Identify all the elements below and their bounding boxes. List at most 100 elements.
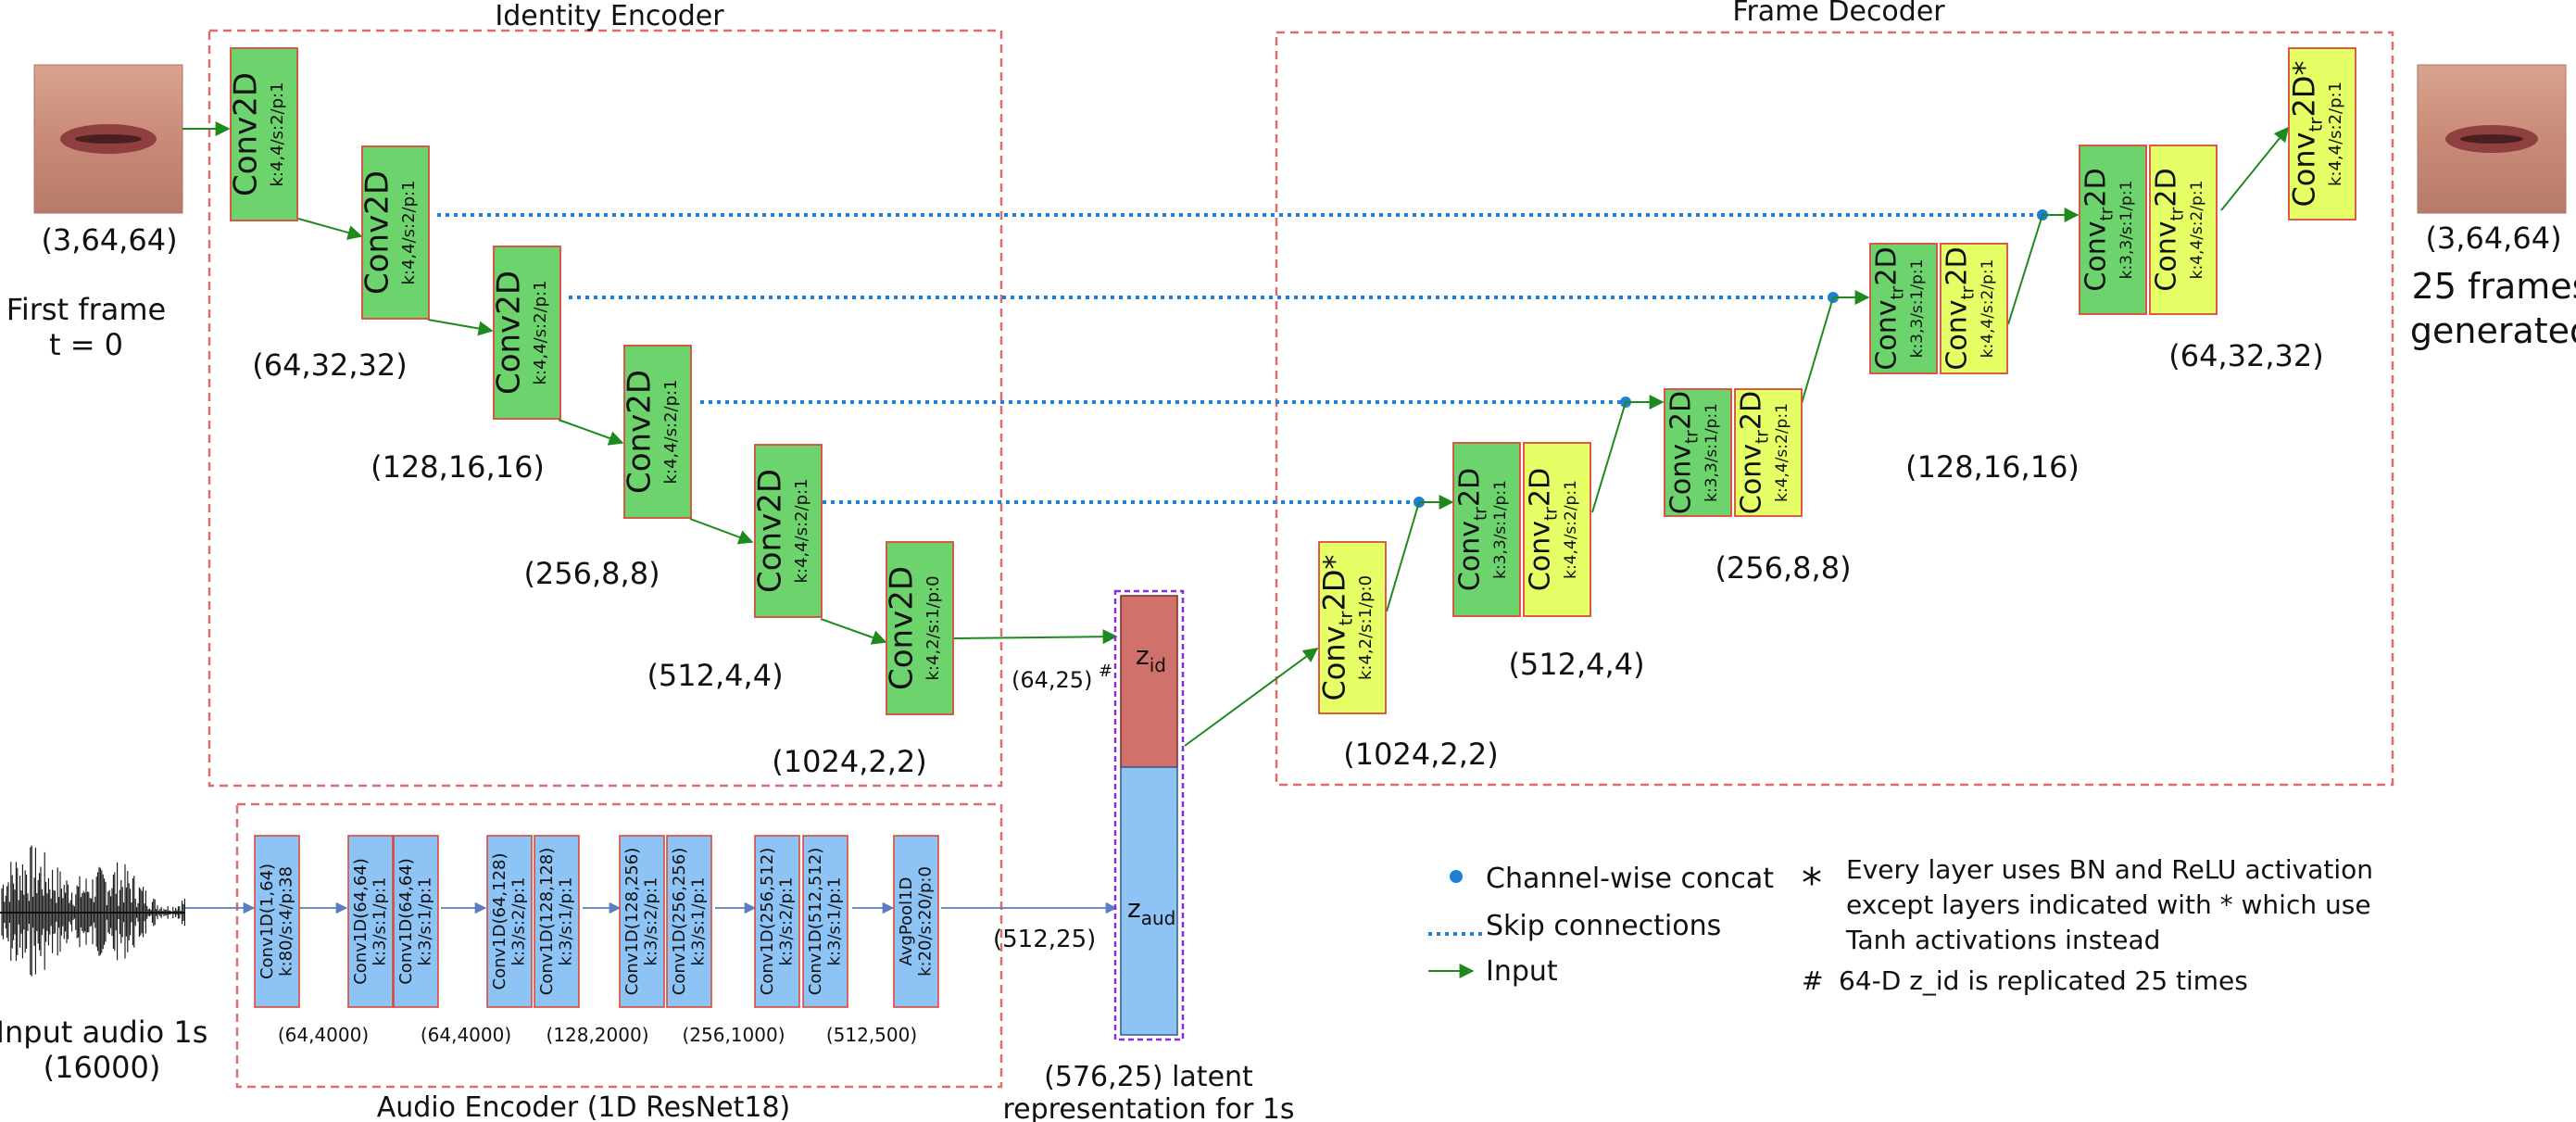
decoder-stage-3-convtr-b-params: k:4,4/s:2/p:1 <box>1979 259 1997 359</box>
legend: Channel-wise concat Skip connections Inp… <box>1428 854 2373 996</box>
z-id-label: zid <box>1136 640 1166 676</box>
decoder-stage-1-convtr-b-title: Convtr2D <box>1524 468 1561 591</box>
decoder-convtr2d-first-title: Convtr2D* <box>1316 554 1356 700</box>
legend-star-line-1: Every layer uses BN and ReLU activation <box>1846 854 2373 885</box>
encoder-conv2d-6-rect <box>886 541 954 715</box>
audio-layer-8-params: k:3/s:2/p:1 <box>776 877 796 966</box>
audio-layer-5-rect <box>534 835 580 1008</box>
input-face-image <box>33 64 183 214</box>
encoder-conv2d-3-params: k:4,4/s:2/p:1 <box>531 280 550 385</box>
decoder-convtr2d-last: Convtr2D*k:4,4/s:2/p:1 <box>2286 47 2356 221</box>
decoder-stage-1-convtr-a-rect <box>1452 442 1521 617</box>
audio-layer-10-params: k:20/s:20/p:0 <box>915 866 935 977</box>
decoder-stage-2-convtr-a-rect <box>1664 388 1732 517</box>
decoder-stage-3-convtr-a-params: k:3,3/s:1/p:1 <box>1908 259 1927 359</box>
decoder-convtr2d-last-title: Convtr2D* <box>2286 60 2326 207</box>
audio-layer-4: Conv1D(64,128)k:3/s:2/p:1 <box>486 835 533 1008</box>
decoder-convtr2d-last-params: k:4,4/s:2/p:1 <box>2326 82 2345 186</box>
encoder-conv2d-2-params: k:4,4/s:2/p:1 <box>399 180 419 284</box>
audio-layer-8: Conv1D(256,512)k:3/s:2/p:1 <box>754 835 800 1008</box>
decoder-arrows <box>1184 126 2290 747</box>
audio-input-caption-2: (16000) <box>44 1050 161 1085</box>
encoder-conv2d-6-params: k:4,2/s:1/p:0 <box>924 575 943 680</box>
decoder-stage-4-convtr-b-title: Convtr2D <box>2150 168 2187 291</box>
decoder-convtr2d-first-params: k:4,2/s:1/p:0 <box>1356 575 1376 680</box>
z-aud-block <box>1120 766 1178 1036</box>
encoder-conv2d-6-title: Conv2D <box>883 566 920 690</box>
audio-layer-2-params: k:3/s:1/p:1 <box>370 877 389 966</box>
waveform-icon <box>0 845 185 977</box>
legend-concat-label: Channel-wise concat <box>1486 863 1774 895</box>
audio-layer-3: Conv1D(64,64)k:3/s:1/p:1 <box>393 835 439 1008</box>
z-id-hash: # <box>1099 662 1112 681</box>
z-id-input-shape: (64,25) <box>1012 667 1092 693</box>
decoder-stage-3-convtr-a-rect <box>1869 243 1938 374</box>
audio-layer-1-name: Conv1D(1,64) <box>258 864 277 979</box>
audio-shape-5: (512,500) <box>826 1024 917 1046</box>
audio-layer-9-params: k:3/s:1/p:1 <box>824 877 844 966</box>
z-aud-input-shape: (512,25) <box>993 926 1096 953</box>
audio-layer-9-name: Conv1D(512,512) <box>806 848 825 995</box>
latent-caption-1: (576,25) latent <box>1044 1061 1253 1093</box>
encoder-conv2d-4-rect <box>623 345 692 519</box>
audio-layer-9: Conv1D(512,512)k:3/s:1/p:1 <box>802 835 848 1008</box>
audio-layer-1-rect <box>254 835 300 1008</box>
audio-layer-4-rect <box>486 835 533 1008</box>
audio-layer-6: Conv1D(128,256)k:3/s:2/p:1 <box>619 835 665 1008</box>
decoder-stage-1-convtr-b-params: k:4,4/s:2/p:1 <box>1562 480 1580 579</box>
decoder-stage-4-convtr-b-params: k:4,4/s:2/p:1 <box>2188 181 2206 280</box>
legend-input-label: Input <box>1486 955 1558 988</box>
encoder-conv2d-5-rect <box>754 444 823 618</box>
audio-layer-5-params: k:3/s:1/p:1 <box>556 877 575 966</box>
audio-layer-7-rect <box>666 835 712 1008</box>
audio-shape-2: (64,4000) <box>421 1024 511 1046</box>
decoder-shape-2: (256,8,8) <box>1715 550 1851 586</box>
audio-encoder-layers: Conv1D(1,64)k:80/s:4/p:38 Conv1D(64,64)k:… <box>254 835 939 1046</box>
decoder-stage-2-convtr-a-title: Convtr2D <box>1665 391 1702 514</box>
decoder-stage-2-convtr-a-params: k:3,3/s:1/p:1 <box>1703 403 1721 502</box>
decoder-stage-3-convtr-b-rect <box>1940 243 2008 374</box>
audio-layer-2: Conv1D(64,64)k:3/s:1/p:1 <box>347 835 394 1008</box>
decoder-shape-3: (128,16,16) <box>1905 449 2080 485</box>
frame-decoder-layers: Convtr2D*k:4,2/s:1/p:0(1024,2,2)Convtr2D… <box>1316 47 2356 772</box>
frame-decoder-title: Frame Decoder <box>1732 0 1945 28</box>
decoder-stage-4-convtr-a-title: Convtr2D <box>2080 168 2117 291</box>
legend-star-symbol: * <box>1802 860 1822 907</box>
audio-layer-4-params: k:3/s:2/p:1 <box>509 877 528 966</box>
legend-skip-label: Skip connections <box>1486 910 1721 942</box>
audio-shape-3: (128,2000) <box>546 1024 648 1046</box>
audio-layer-10-rect <box>893 835 939 1008</box>
encoder-conv2d-3-rect <box>493 246 561 420</box>
legend-star-line-3: Tanh activations instead <box>1845 925 2160 955</box>
audio-layer-9-rect <box>802 835 848 1008</box>
legend-star-line-2: except layers indicated with * which use <box>1846 889 2371 920</box>
encoder-shape-4: (512,4,4) <box>647 658 783 693</box>
encoder-conv2d-1-rect <box>230 47 298 221</box>
audio-layer-1-params: k:80/s:4/p:38 <box>276 866 295 977</box>
audio-shape-1: (64,4000) <box>278 1024 369 1046</box>
output-shape-label: (3,64,64) <box>2425 221 2561 256</box>
audio-layer-2-rect <box>347 835 394 1008</box>
decoder-shape-first: (1024,2,2) <box>1343 737 1498 772</box>
audio-layer-4-name: Conv1D(64,128) <box>490 853 509 990</box>
encoder-conv2d-1-title: Conv2D <box>227 72 264 196</box>
decoder-stage-2-convtr-b-rect <box>1734 388 1803 517</box>
encoder-conv2d-5-params: k:4,4/s:2/p:1 <box>792 478 811 583</box>
frame-decoder-box <box>1275 31 2394 787</box>
z-aud-label: zaud <box>1127 893 1175 929</box>
audio-layer-7-name: Conv1D(256,256) <box>670 848 689 995</box>
input-caption-1: First frame <box>6 292 166 327</box>
encoder-shape-3: (256,8,8) <box>523 556 660 591</box>
audio-layer-10-name: AvgPool1D <box>897 877 916 966</box>
audio-layer-7: Conv1D(256,256)k:3/s:1/p:1 <box>666 835 712 1008</box>
audio-layer-8-rect <box>754 835 800 1008</box>
